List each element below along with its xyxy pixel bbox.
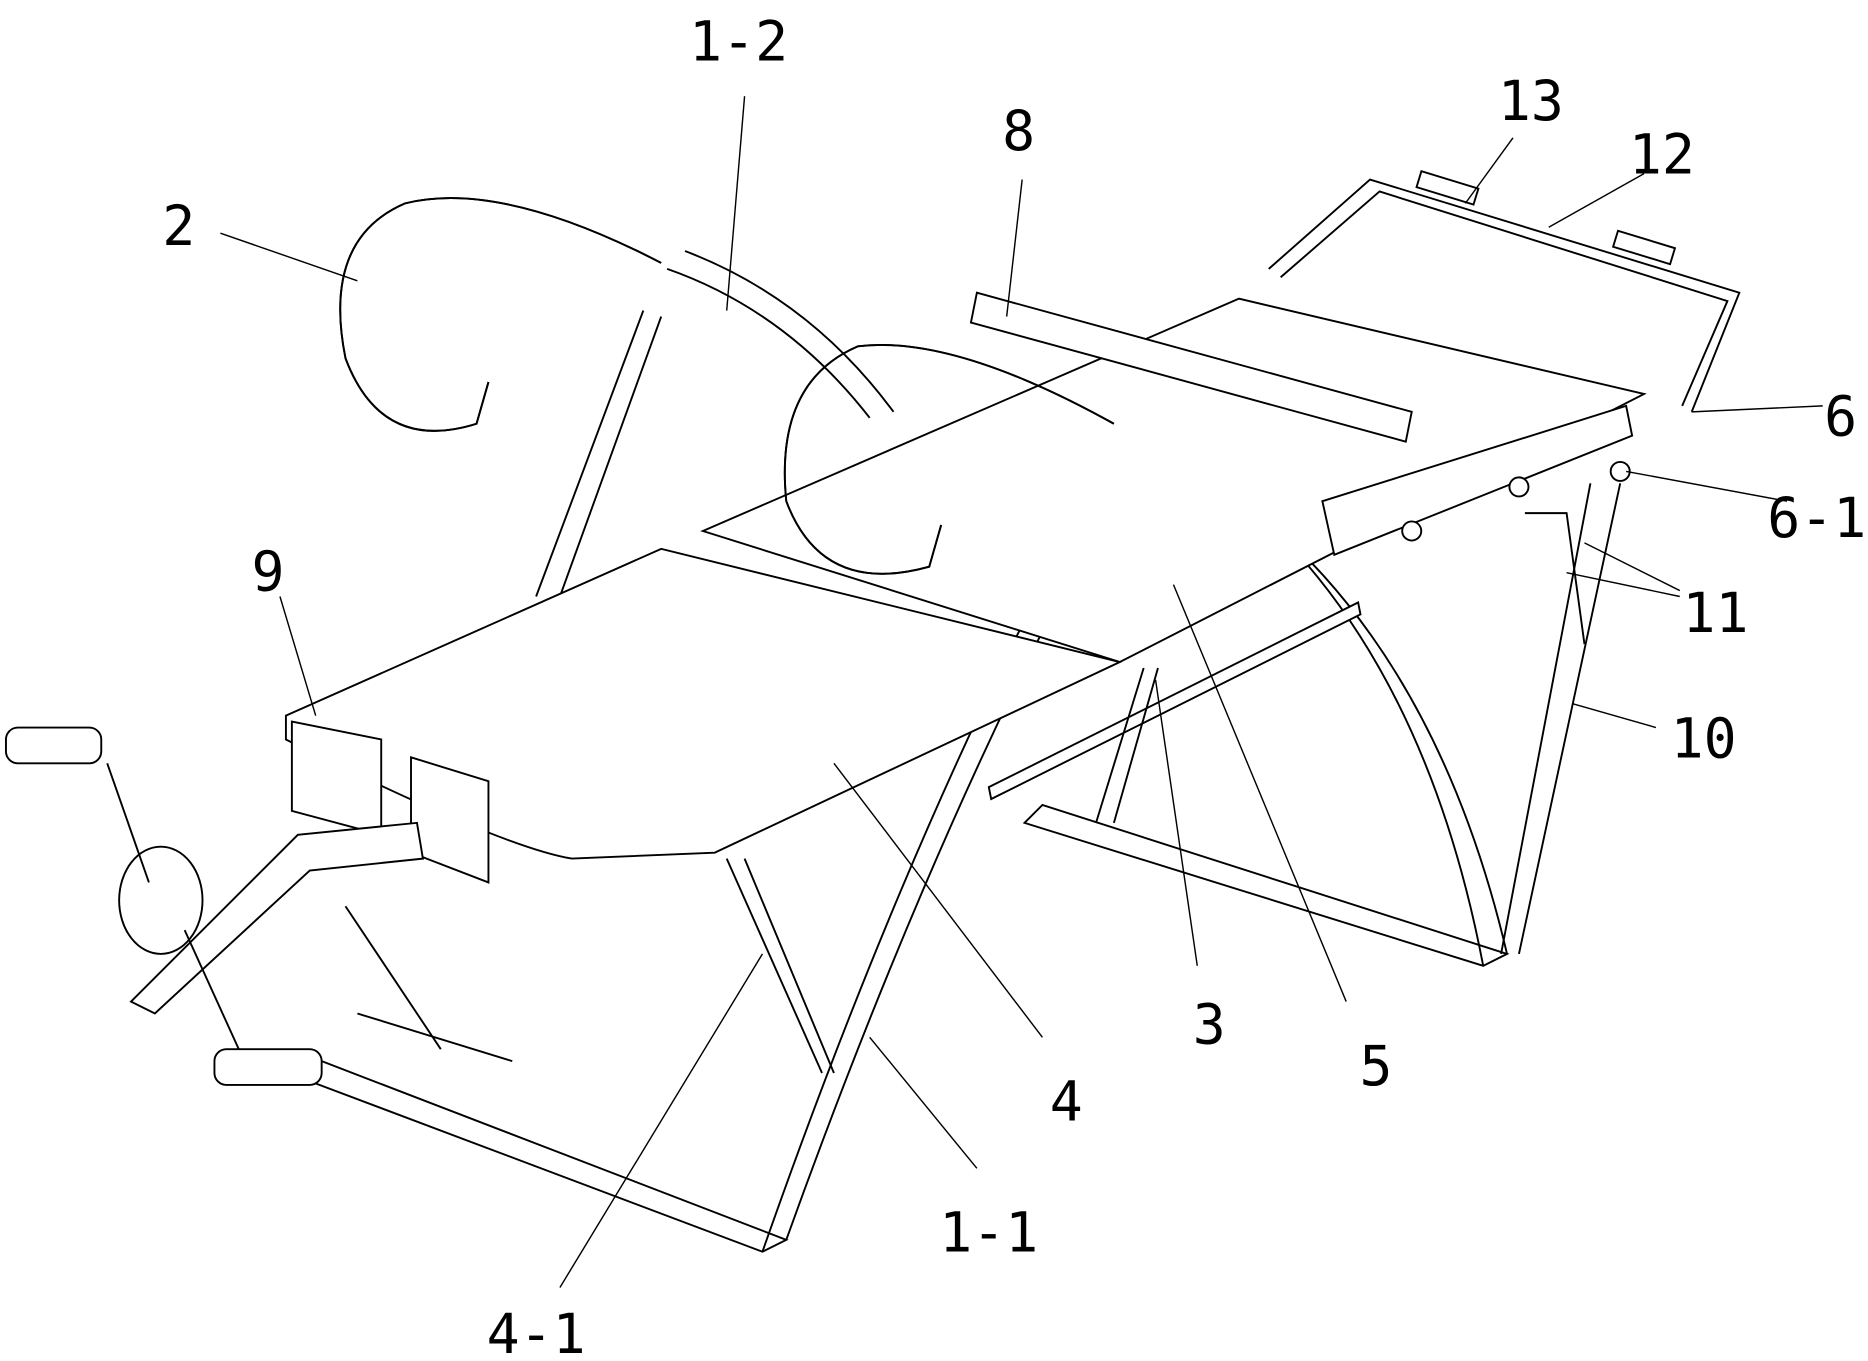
arc-tube-1-2 [666,267,871,419]
slide-rail-6 [1321,404,1634,557]
label-9: 9 [252,540,285,604]
leg-roller-8 [969,291,1413,443]
strut-11 [1524,512,1586,645]
label-3: 3 [1193,992,1226,1056]
label-8: 8 [1002,99,1035,163]
support-strut-10 [1500,483,1622,955]
label-10: 10 [1671,706,1737,770]
label-13: 13 [1498,69,1564,133]
pedal [5,726,103,765]
seat-leg-4-1 [725,858,835,1074]
base-frame [302,1060,789,1253]
label-4: 4 [1050,1070,1083,1134]
back-board-5 [700,297,1647,664]
label-4-1: 4-1 [487,1302,586,1361]
label-6: 6 [1824,385,1857,449]
label-11: 11 [1683,581,1749,645]
label-6-1: 6-1 [1767,486,1866,550]
grip-13b [1611,229,1677,266]
pull-frame-12 [1268,178,1741,413]
pedal-2 [213,1048,323,1086]
grip-13 [1415,170,1480,206]
handle-2-left [339,197,662,432]
label-1-1: 1-1 [939,1201,1038,1265]
pedal-beam [129,821,425,1015]
label-12: 12 [1629,123,1695,187]
link-bar-3 [987,601,1362,801]
crank-wheel [118,845,204,955]
apparatus-drawing [5,170,1741,1253]
leader-lines [220,96,1823,1288]
label-5: 5 [1359,1034,1392,1098]
label-1-2: 1-2 [689,9,788,73]
label-2: 2 [162,194,195,258]
foot-plate-9 [290,720,383,837]
part-labels: 2 1-2 8 13 12 6 6-1 11 10 9 4 3 5 1-1 4-… [162,9,1866,1361]
